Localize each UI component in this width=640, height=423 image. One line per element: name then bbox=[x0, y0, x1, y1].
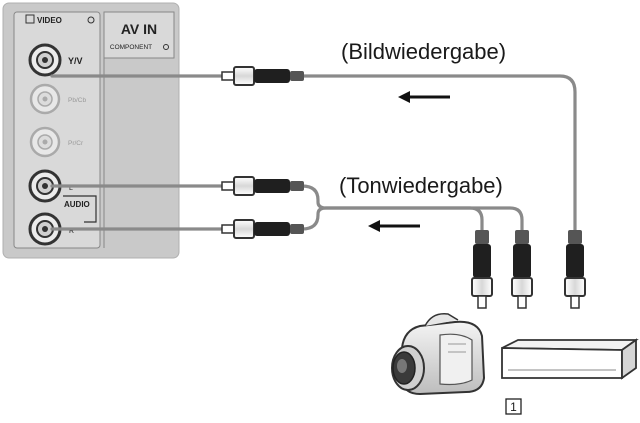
audio-caption: (Tonwiedergabe) bbox=[339, 173, 503, 198]
component-label: COMPONENT bbox=[110, 44, 152, 51]
signal-arrow-icon bbox=[398, 91, 450, 103]
device-number: 1 bbox=[510, 400, 517, 414]
jack-label-pb-cb: Pb/Cb bbox=[68, 97, 86, 104]
video-caption: (Bildwiedergabe) bbox=[341, 39, 506, 64]
plug-video-device bbox=[564, 230, 586, 309]
title-box bbox=[103, 11, 175, 59]
jack-label-l: L bbox=[69, 185, 73, 192]
jack-label-y-v: Y/V bbox=[68, 56, 83, 66]
plug-video-tv bbox=[221, 66, 304, 86]
dvd-player-icon bbox=[501, 338, 639, 380]
jack-label-r: R bbox=[69, 228, 74, 235]
audio-bracket bbox=[63, 195, 97, 223]
panel-title: AV IN bbox=[121, 21, 157, 37]
video-label: VIDEO bbox=[37, 16, 62, 25]
plug-audio-right-device bbox=[511, 230, 533, 309]
plug-audio-left-device bbox=[471, 230, 493, 309]
video-cable bbox=[300, 74, 577, 234]
audio-cable-left bbox=[300, 184, 484, 234]
jack-column bbox=[13, 11, 101, 249]
component-input-icon bbox=[163, 44, 169, 50]
input-icon bbox=[87, 16, 95, 24]
audio-cable-right bbox=[300, 206, 524, 234]
jack-pr-cr bbox=[29, 126, 61, 158]
jack-y-v bbox=[28, 43, 62, 77]
plug-audio-right-tv bbox=[221, 219, 304, 239]
jack-label-pr-cr: Pr/Cr bbox=[68, 140, 84, 147]
audio-label: AUDIO bbox=[64, 200, 90, 209]
cables bbox=[50, 74, 577, 234]
tv-input-panel: VIDEO AV IN COMPONENT Y/V Pb/Cb Pr/Cr bbox=[2, 2, 180, 259]
video-marker-icon bbox=[25, 14, 35, 24]
jack-pb-cb bbox=[29, 83, 61, 115]
device-number-box bbox=[505, 398, 522, 415]
plug-audio-left-tv bbox=[221, 176, 304, 196]
signal-arrow-icon bbox=[368, 220, 420, 232]
jack-audio-right bbox=[28, 212, 62, 246]
camcorder-icon bbox=[391, 313, 486, 396]
